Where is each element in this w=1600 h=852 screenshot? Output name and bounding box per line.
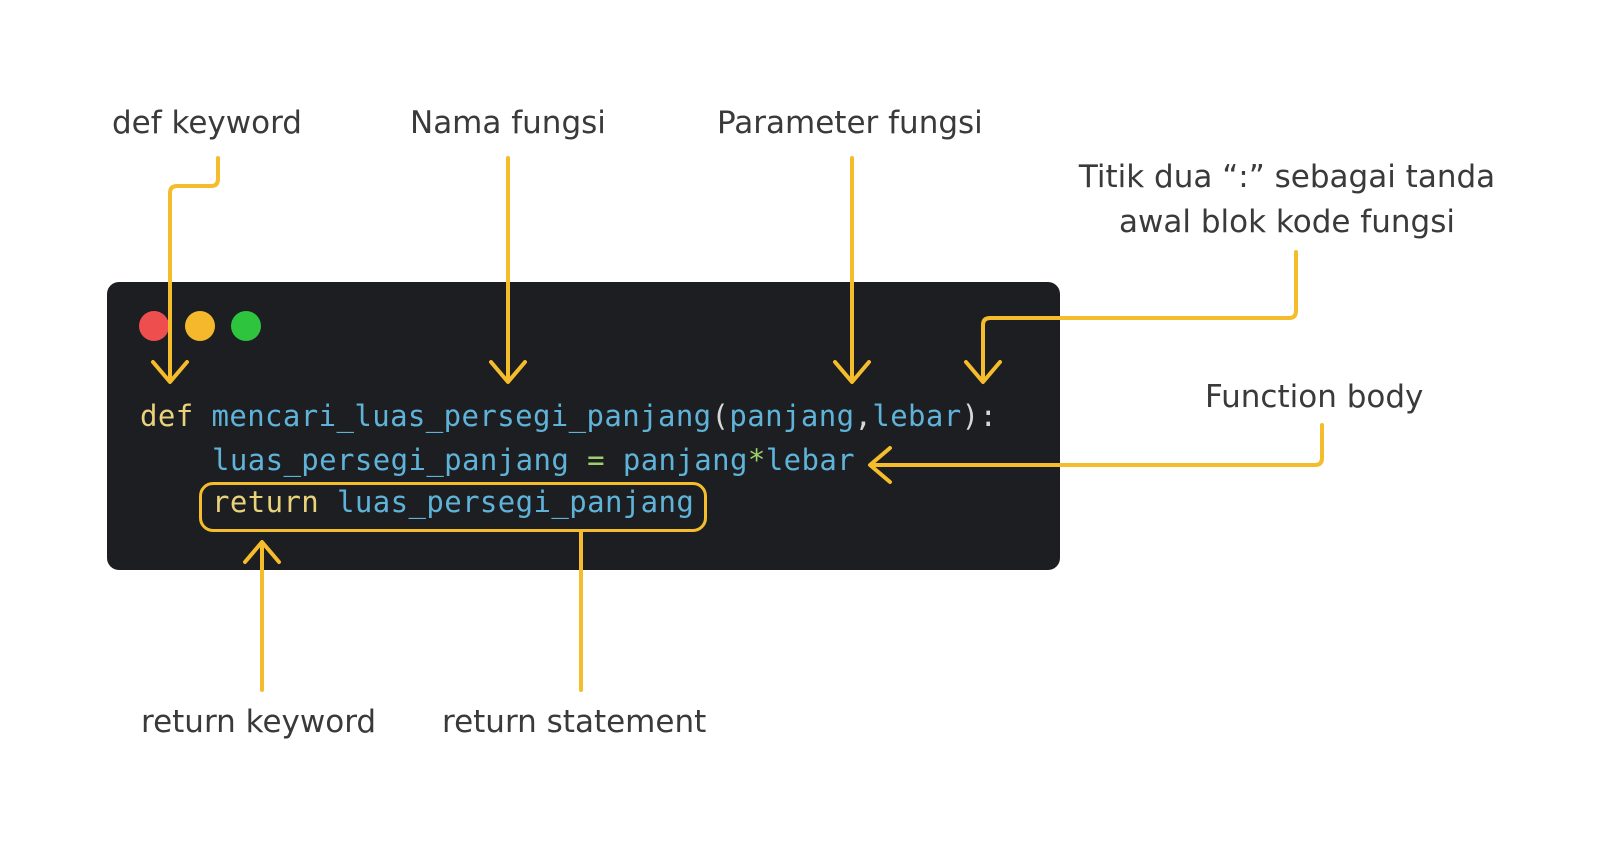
- return-keyword: return: [212, 485, 320, 519]
- label-colon: Titik dua “:” sebagai tanda awal blok ko…: [1079, 155, 1495, 245]
- return-variable: luas_persegi_panjang: [337, 485, 695, 519]
- arrowhead-colon: [964, 360, 1002, 384]
- maximize-dot: [231, 311, 261, 341]
- arrowhead-def-keyword: [151, 360, 189, 384]
- label-function-body: Function body: [1205, 379, 1424, 415]
- label-def-keyword: def keyword: [112, 105, 302, 141]
- def-keyword: def: [140, 399, 194, 433]
- param-comma: ,: [854, 399, 873, 433]
- code-line-def: def mencari_luas_persegi_panjang(panjang…: [140, 402, 997, 431]
- body-left-operand: panjang: [622, 443, 748, 477]
- code-line-return: return luas_persegi_panjang: [212, 488, 694, 517]
- arrowhead-parameter-fungsi: [833, 360, 871, 384]
- assign-operator: =: [587, 443, 605, 477]
- code-line-body: luas_persegi_panjang = panjang*lebar: [212, 446, 855, 475]
- close-dot: [139, 311, 169, 341]
- close-paren-colon: ):: [961, 399, 998, 433]
- label-parameter-fungsi: Parameter fungsi: [717, 105, 983, 141]
- arrow-colon: [981, 250, 1298, 382]
- arrowhead-return-keyword: [243, 540, 281, 564]
- param-panjang: panjang: [729, 399, 855, 433]
- param-lebar: lebar: [872, 399, 962, 433]
- body-variable: luas_persegi_panjang: [212, 443, 570, 477]
- label-colon-line2: awal blok kode fungsi: [1119, 204, 1455, 240]
- label-return-statement: return statement: [442, 704, 707, 740]
- label-colon-line1: Titik dua “:” sebagai tanda: [1078, 159, 1496, 195]
- arrowhead-nama-fungsi: [489, 360, 527, 384]
- multiply-operator: *: [747, 443, 766, 477]
- arrowhead-function-body: [868, 446, 892, 484]
- function-name: mencari_luas_persegi_panjang: [211, 399, 712, 433]
- open-paren: (: [711, 399, 730, 433]
- code-editor-window: [107, 282, 1060, 570]
- minimize-dot: [185, 311, 215, 341]
- arrow-function-body: [870, 423, 1324, 467]
- return-statement-highlight: [199, 482, 707, 532]
- label-nama-fungsi: Nama fungsi: [410, 105, 606, 141]
- label-return-keyword: return keyword: [141, 704, 377, 740]
- arrow-def-keyword: [168, 156, 220, 382]
- body-right-operand: lebar: [765, 443, 856, 477]
